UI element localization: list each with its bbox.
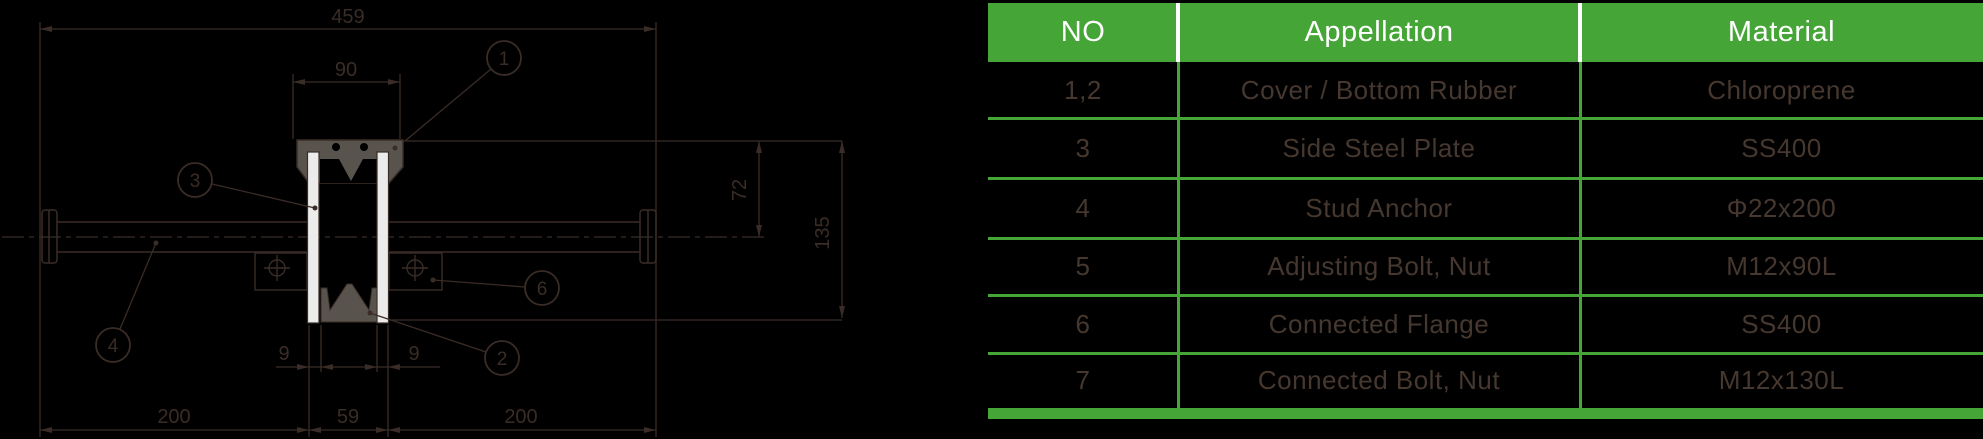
- dim-total-height: 135: [812, 216, 834, 249]
- table-row: 1,2 Cover / Bottom Rubber Chloroprene: [988, 62, 1983, 118]
- callout-stud-anchor: 4: [95, 327, 131, 363]
- dim-total-width: 459: [331, 6, 364, 28]
- cell-material: M12x130L: [1718, 365, 1845, 395]
- cell-material: Φ22x200: [1726, 192, 1837, 223]
- callout-4-label: 4: [108, 336, 119, 357]
- cell-appellation: Cover / Bottom Rubber: [1240, 74, 1518, 105]
- table-row-line: [988, 176, 1983, 180]
- bottom-rubber-profile: [320, 283, 378, 323]
- table-row-line: [988, 236, 1983, 240]
- dim-plate-thickness-left: 9: [278, 343, 289, 365]
- cell-material: Chloroprene: [1707, 74, 1856, 105]
- cell-material: SS400: [1741, 132, 1822, 163]
- callout-2-label: 2: [497, 349, 508, 370]
- dim-bottom-right: 200: [504, 406, 537, 428]
- cell-no: 1,2: [1064, 74, 1102, 105]
- header-material: Material: [1727, 16, 1836, 48]
- table-row: 4 Stud Anchor Φ22x200: [988, 178, 1983, 238]
- dimension-arrows: [40, 26, 845, 433]
- cell-appellation: Adjusting Bolt, Nut: [1267, 251, 1491, 281]
- cell-appellation: Connected Flange: [1268, 308, 1490, 339]
- cell-appellation: Side Steel Plate: [1282, 132, 1476, 163]
- table-row-line: [988, 293, 1983, 297]
- cell-no: 7: [1075, 365, 1091, 395]
- cell-appellation: Stud Anchor: [1305, 192, 1453, 223]
- dim-plate-thickness-right: 9: [408, 343, 419, 365]
- callout-3-label: 3: [190, 171, 201, 192]
- rubber-notch-left: [332, 143, 340, 151]
- extension-lines: [39, 22, 657, 437]
- dim-bottom-center: 59: [337, 406, 359, 428]
- leader-dots: [153, 145, 436, 316]
- cell-appellation: Connected Bolt, Nut: [1257, 365, 1501, 395]
- table-row: 6 Connected Flange SS400: [988, 295, 1983, 353]
- cell-no: 4: [1075, 192, 1091, 223]
- rubber-notch-right: [360, 143, 368, 151]
- header-no: NO: [1060, 16, 1106, 48]
- cell-material: SS400: [1741, 308, 1822, 339]
- callout-6-label: 6: [537, 279, 548, 300]
- cell-no: 6: [1075, 308, 1091, 339]
- table-row: 5 Adjusting Bolt, Nut M12x90L: [988, 238, 1983, 295]
- table-column-line-1: [1177, 62, 1180, 408]
- table-column-line-2: [1579, 62, 1582, 408]
- cell-no: 3: [1075, 132, 1091, 163]
- header-separator-1: [1176, 3, 1180, 62]
- callout-1-label: 1: [499, 49, 510, 70]
- expansion-joint-cross-section-drawing: 459 90 72 135 9 9 200 59 200 1: [2, 6, 845, 437]
- table-row-line: [988, 116, 1983, 120]
- callout-cover-rubber: 1: [486, 40, 522, 76]
- leader-lines: [119, 68, 526, 353]
- callout-connected-flange: 6: [524, 270, 560, 306]
- cell-material: M12x90L: [1726, 251, 1837, 281]
- parts-table-header: NO Appellation Material: [988, 3, 1983, 62]
- stud-anchor-rod: [41, 209, 657, 264]
- dimension-lines: [40, 28, 843, 431]
- table-row: 7 Connected Bolt, Nut M12x130L: [988, 353, 1983, 408]
- dim-rubber-top-width: 90: [335, 59, 357, 81]
- table-row-line: [988, 351, 1983, 355]
- header-separator-2: [1578, 3, 1582, 62]
- side-steel-plates: [306, 151, 390, 324]
- dim-height-to-center: 72: [729, 179, 751, 201]
- table-row: 3 Side Steel Plate SS400: [988, 118, 1983, 178]
- table-bottom-bar: [988, 408, 1983, 419]
- callout-side-steel-plate: 3: [177, 162, 213, 198]
- header-appellation: Appellation: [1304, 16, 1454, 48]
- dim-bottom-left: 200: [157, 406, 190, 428]
- reference-lines: [2, 140, 842, 321]
- callout-bottom-rubber: 2: [484, 340, 520, 376]
- cell-no: 5: [1075, 251, 1091, 281]
